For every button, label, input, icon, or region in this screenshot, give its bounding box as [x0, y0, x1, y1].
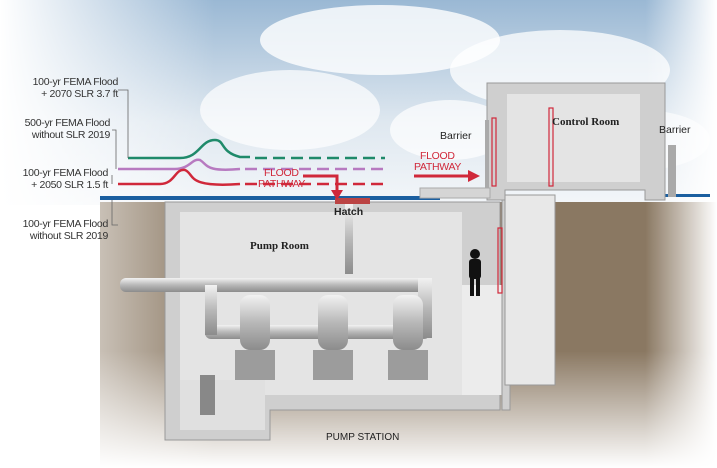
barrier-left-label: Barrier [440, 130, 472, 142]
flood-label-2050: 100-yr FEMA Flood+ 2050 SLR 1.5 ft [22, 167, 109, 191]
barrier-right [668, 145, 676, 197]
diagram-title: PUMP STATION [326, 432, 400, 443]
water-line-right [660, 194, 710, 197]
control-room-label: Control Room [552, 116, 620, 128]
flood-label-2070: 100-yr FEMA Flood+ 2070 SLR 3.7 ft [32, 76, 119, 100]
pump-room-label: Pump Room [250, 240, 309, 252]
hatch-label: Hatch [334, 206, 364, 218]
flood-arrow-down [303, 174, 339, 192]
flood-line-500yr [118, 158, 241, 171]
flood-line-2050 [118, 168, 241, 186]
flood-line-2070 [128, 138, 250, 160]
shaft [504, 194, 556, 386]
person-silhouette [469, 249, 481, 296]
control-room-interior [507, 94, 640, 182]
water-line-100yr [100, 196, 440, 200]
hatch [335, 198, 370, 204]
barrier-left [485, 120, 489, 188]
pump-piping [120, 278, 432, 415]
barrier-right-label: Barrier [659, 124, 691, 136]
